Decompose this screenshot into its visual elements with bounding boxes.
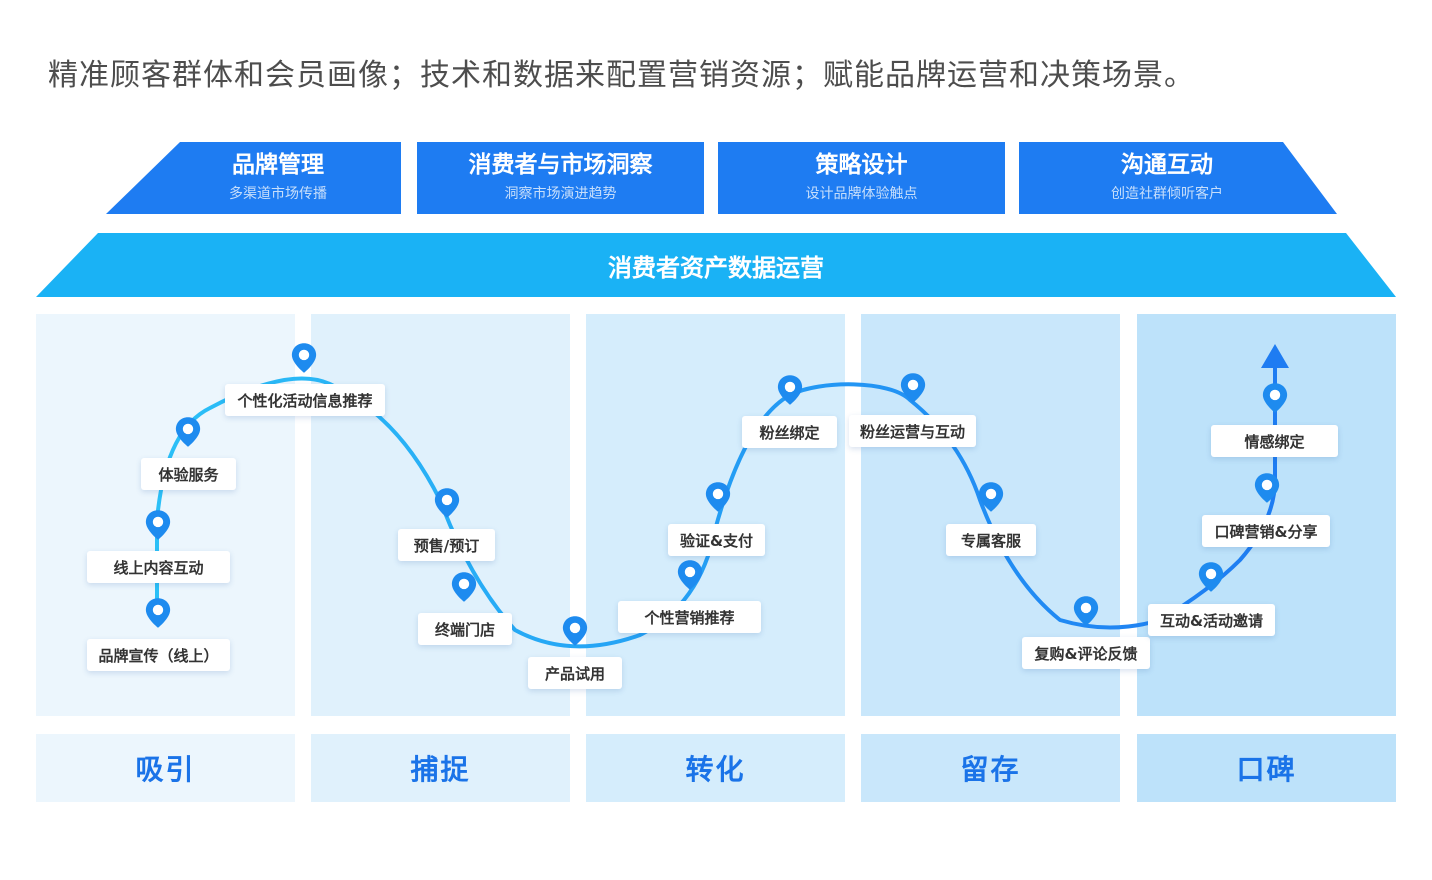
touchpoint-label: 复购&评论反馈 <box>1022 637 1150 669</box>
top-box-subtitle: 多渠道市场传播 <box>229 186 327 202</box>
location-pin-icon <box>451 572 477 602</box>
touchpoint-label: 个性营销推荐 <box>618 601 761 633</box>
top-box-subtitle: 设计品牌体验触点 <box>805 186 918 202</box>
data-band-title: 消费者资产数据运营 <box>608 254 824 282</box>
touchpoint-label: 产品试用 <box>528 657 622 689</box>
location-pin-icon <box>175 417 201 447</box>
touchpoint-label: 专属客服 <box>946 524 1036 556</box>
top-box-title: 策略设计 <box>815 152 908 178</box>
touchpoint-label: 终端门店 <box>418 613 512 645</box>
touchpoint-label: 粉丝运营与互动 <box>849 415 976 447</box>
location-pin-icon <box>434 488 460 518</box>
touchpoint-label: 粉丝绑定 <box>742 416 837 448</box>
stage-column-convert <box>586 314 845 716</box>
top-box-title: 品牌管理 <box>232 152 324 178</box>
top-box-title: 沟通互动 <box>1121 152 1213 178</box>
location-pin-icon <box>677 560 703 590</box>
top-box-3-shape <box>718 142 1005 214</box>
page-headline: 精准顾客群体和会员画像；技术和数据来配置营销资源；赋能品牌运营和决策场景。 <box>48 58 1195 93</box>
touchpoint-label: 验证&支付 <box>668 524 765 556</box>
touchpoint-label: 情感绑定 <box>1211 425 1338 457</box>
arrow-up-icon <box>1261 344 1289 368</box>
location-pin-icon <box>145 510 171 540</box>
touchpoint-label: 互动&活动邀请 <box>1148 604 1275 636</box>
stage-label-attract: 吸引 <box>36 734 295 802</box>
top-box-subtitle: 创造社群倾听客户 <box>1111 186 1223 202</box>
location-pin-icon <box>1073 596 1099 626</box>
touchpoint-label: 线上内容互动 <box>87 551 230 583</box>
stage-label-retain: 留存 <box>861 734 1120 802</box>
touchpoint-label: 预售/预订 <box>398 529 495 561</box>
stage-column-capture <box>311 314 570 716</box>
location-pin-icon <box>900 373 926 403</box>
location-pin-icon <box>562 616 588 646</box>
top-box-title: 消费者与市场洞察 <box>468 152 653 178</box>
touchpoint-label: 个性化活动信息推荐 <box>225 384 385 416</box>
top-box-4-shape <box>1019 142 1337 214</box>
location-pin-icon <box>1254 473 1280 503</box>
location-pin-icon <box>705 482 731 512</box>
touchpoint-label: 体验服务 <box>141 458 236 490</box>
top-box-strategy-design: 策略设计 设计品牌体验触点 <box>718 150 1005 212</box>
touchpoint-label: 品牌宣传（线上） <box>87 639 230 671</box>
top-shapes <box>36 142 1396 297</box>
data-band-shape <box>36 233 1396 297</box>
top-box-2-shape <box>417 142 704 214</box>
top-box-brand-management: 品牌管理 多渠道市场传播 <box>180 150 376 212</box>
location-pin-icon <box>1262 383 1288 413</box>
stage-label-word-of-mouth: 口碑 <box>1137 734 1396 802</box>
location-pin-icon <box>1198 562 1224 592</box>
location-pin-icon <box>291 343 317 373</box>
stage-label-capture: 捕捉 <box>311 734 570 802</box>
location-pin-icon <box>145 598 171 628</box>
top-box-1-shape <box>106 142 401 214</box>
top-box-consumer-insight: 消费者与市场洞察 洞察市场演进趋势 <box>417 150 704 212</box>
touchpoint-label: 口碑营销&分享 <box>1202 515 1330 547</box>
top-box-communication: 沟通互动 创造社群倾听客户 <box>1019 150 1315 212</box>
top-box-subtitle: 洞察市场演进趋势 <box>504 186 617 202</box>
stage-label-convert: 转化 <box>586 734 845 802</box>
